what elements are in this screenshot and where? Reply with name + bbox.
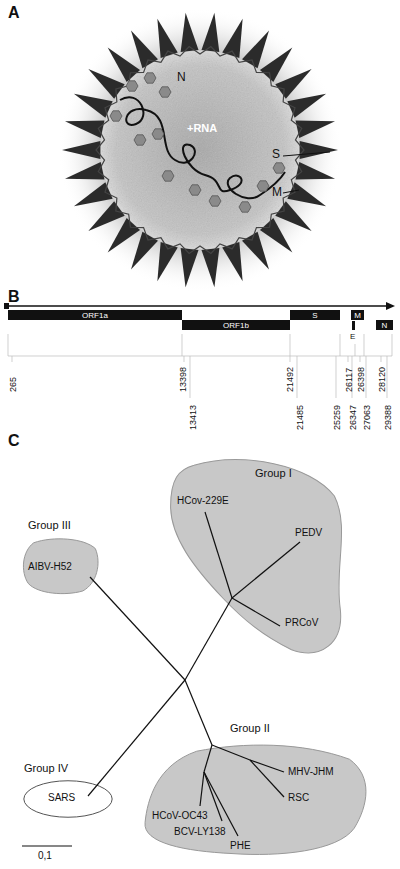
position-number: 21485 — [295, 405, 305, 430]
species-label: BCV-LY138 — [174, 826, 226, 838]
panel-letter: C — [8, 432, 20, 449]
group-region: Group IIMHV-JHMRSCHCoV-OC43BCV-LY138PHE — [138, 742, 373, 857]
group-outline — [155, 455, 350, 660]
rna-strand — [120, 97, 285, 198]
gene-bar: N — [376, 320, 393, 330]
species-label: RSC — [288, 792, 309, 804]
axis-arrowhead — [386, 302, 395, 310]
position-number: 28120 — [377, 367, 387, 392]
scale-bar — [22, 845, 72, 846]
species-label: PEDV — [295, 527, 322, 539]
position-number: 29388 — [383, 405, 393, 430]
species-label: HCoV-OC43 — [152, 810, 208, 822]
species-label: SARS — [48, 792, 75, 804]
membrane-line — [96, 47, 304, 254]
gene-bar-mark — [352, 321, 355, 330]
group-label: Group IV — [24, 762, 68, 774]
gene-name: N — [382, 321, 388, 330]
group-region: Group I HCov-229E PEDV PRCoV — [155, 455, 350, 660]
part-label: N — [177, 71, 186, 84]
part-label: M — [272, 186, 282, 199]
gene-name: ORF1a — [82, 311, 108, 320]
position-number: 21492 — [285, 367, 295, 392]
gene-name: M — [354, 311, 361, 320]
part-label: S — [272, 148, 280, 161]
leader-line — [283, 190, 299, 193]
position-number: 26398 — [356, 367, 366, 392]
species-label: PRCoV — [285, 617, 318, 629]
panel-letter: A — [8, 4, 20, 21]
group-label: Group II — [230, 722, 270, 734]
species-label: AIBV-H52 — [28, 561, 72, 573]
gene-name: S — [312, 311, 317, 320]
species-label: MHV-JHM — [288, 766, 334, 778]
gene-name: ORF1b — [223, 321, 249, 330]
genome-axis — [7, 305, 388, 307]
gene-bar: ORF1b — [182, 320, 290, 330]
position-number: 13398 — [178, 367, 188, 392]
position-lines — [8, 334, 392, 398]
gene-name: E — [350, 332, 355, 341]
group-region: Group IIIAIBV-H52 — [22, 537, 100, 595]
gene-bar: E — [348, 321, 360, 343]
position-number: 26117 — [344, 368, 354, 392]
group-label: Group III — [28, 519, 71, 531]
gene-bar: S — [290, 310, 340, 320]
group-outline — [138, 742, 373, 857]
position-number: 27063 — [362, 405, 372, 430]
position-number: 13413 — [188, 405, 198, 430]
virion-core — [101, 51, 299, 249]
group-label: Group I — [255, 467, 292, 479]
leader-line — [283, 152, 330, 156]
position-number: 26347 — [348, 405, 358, 430]
spike-proteins — [62, 13, 338, 287]
position-number: 25259 — [332, 405, 342, 430]
gene-bar: M — [351, 310, 364, 320]
scale-label: 0,1 — [38, 850, 52, 861]
group-region: Group IVSARS — [22, 780, 114, 818]
nucleocapsid-proteins — [110, 73, 285, 212]
gene-bar: ORF1a — [8, 310, 182, 320]
virion-halo — [58, 8, 342, 292]
position-number: 265 — [8, 377, 18, 392]
species-label: HCov-229E — [177, 495, 229, 507]
virion-illustration — [0, 0, 400, 300]
species-label: PHE — [230, 840, 251, 852]
panel-letter: B — [8, 288, 20, 305]
part-label: +RNA — [187, 122, 217, 134]
